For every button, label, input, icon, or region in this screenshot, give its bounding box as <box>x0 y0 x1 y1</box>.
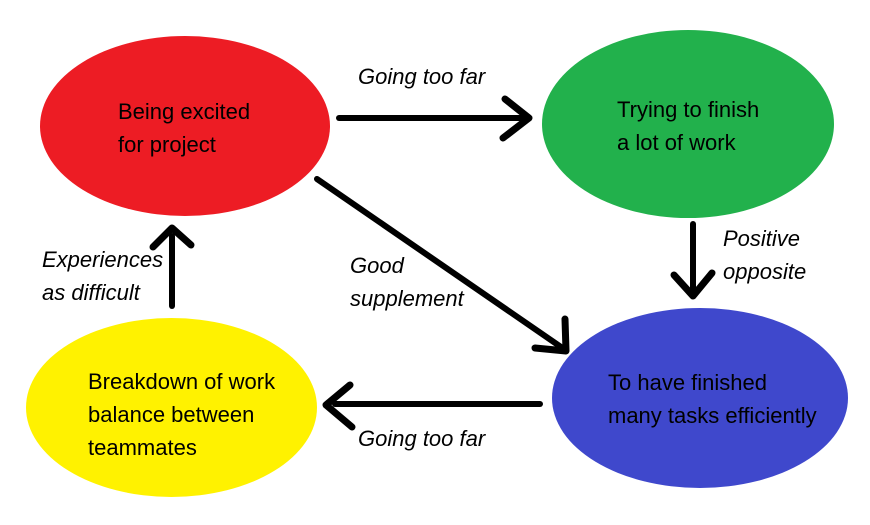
node-label-work-breakdown: Breakdown of work balance between teamma… <box>88 365 275 464</box>
arrow-head <box>322 381 356 431</box>
arrow-head <box>670 269 716 300</box>
edge-label-line: Good <box>350 253 404 278</box>
edge-label-positive-opposite: Positive opposite <box>723 222 806 288</box>
edge-label-line: opposite <box>723 259 807 284</box>
node-label-line: many tasks efficiently <box>608 403 817 428</box>
edge-label-line: Going too far <box>358 426 486 451</box>
edge-label-going-too-far-bottom: Going too far <box>358 422 485 455</box>
node-label-line: teammates <box>88 435 197 460</box>
arrow-head <box>499 95 533 142</box>
node-label-line: for project <box>118 132 216 157</box>
arrow-excited-to-trying <box>336 95 533 142</box>
edge-label-line: supplement <box>350 286 464 311</box>
node-label-line: a lot of work <box>617 130 736 155</box>
node-label-line: balance between <box>88 402 255 427</box>
node-label-line: To have finished <box>608 370 767 395</box>
node-work-breakdown <box>26 318 317 497</box>
arrow-head <box>531 315 570 355</box>
node-label-finished-tasks: To have finished many tasks efficiently <box>608 366 817 432</box>
node-label-line: Trying to finish <box>617 97 760 122</box>
node-being-excited <box>40 36 330 216</box>
edge-label-line: Going too far <box>358 64 486 89</box>
edge-label-line: Experiences <box>42 247 164 272</box>
edge-label-line: Positive <box>723 226 801 251</box>
arrow-finished-to-breakdown <box>322 381 543 431</box>
node-label-line: Being excited <box>118 99 251 124</box>
node-label-trying-to-finish: Trying to finish a lot of work <box>617 93 759 159</box>
node-label-being-excited: Being excited for project <box>118 95 250 161</box>
node-trying-to-finish <box>542 30 834 218</box>
edge-label-good-supplement: Good supplement <box>350 249 464 315</box>
node-label-line: Breakdown of work <box>88 369 276 394</box>
edge-label-going-too-far-top: Going too far <box>358 60 485 93</box>
edge-label-experiences-as-difficult: Experiences as difficult <box>42 243 163 309</box>
node-finished-tasks <box>552 308 848 488</box>
arrow-trying-to-finished <box>670 221 716 300</box>
edge-label-line: as difficult <box>42 280 140 305</box>
